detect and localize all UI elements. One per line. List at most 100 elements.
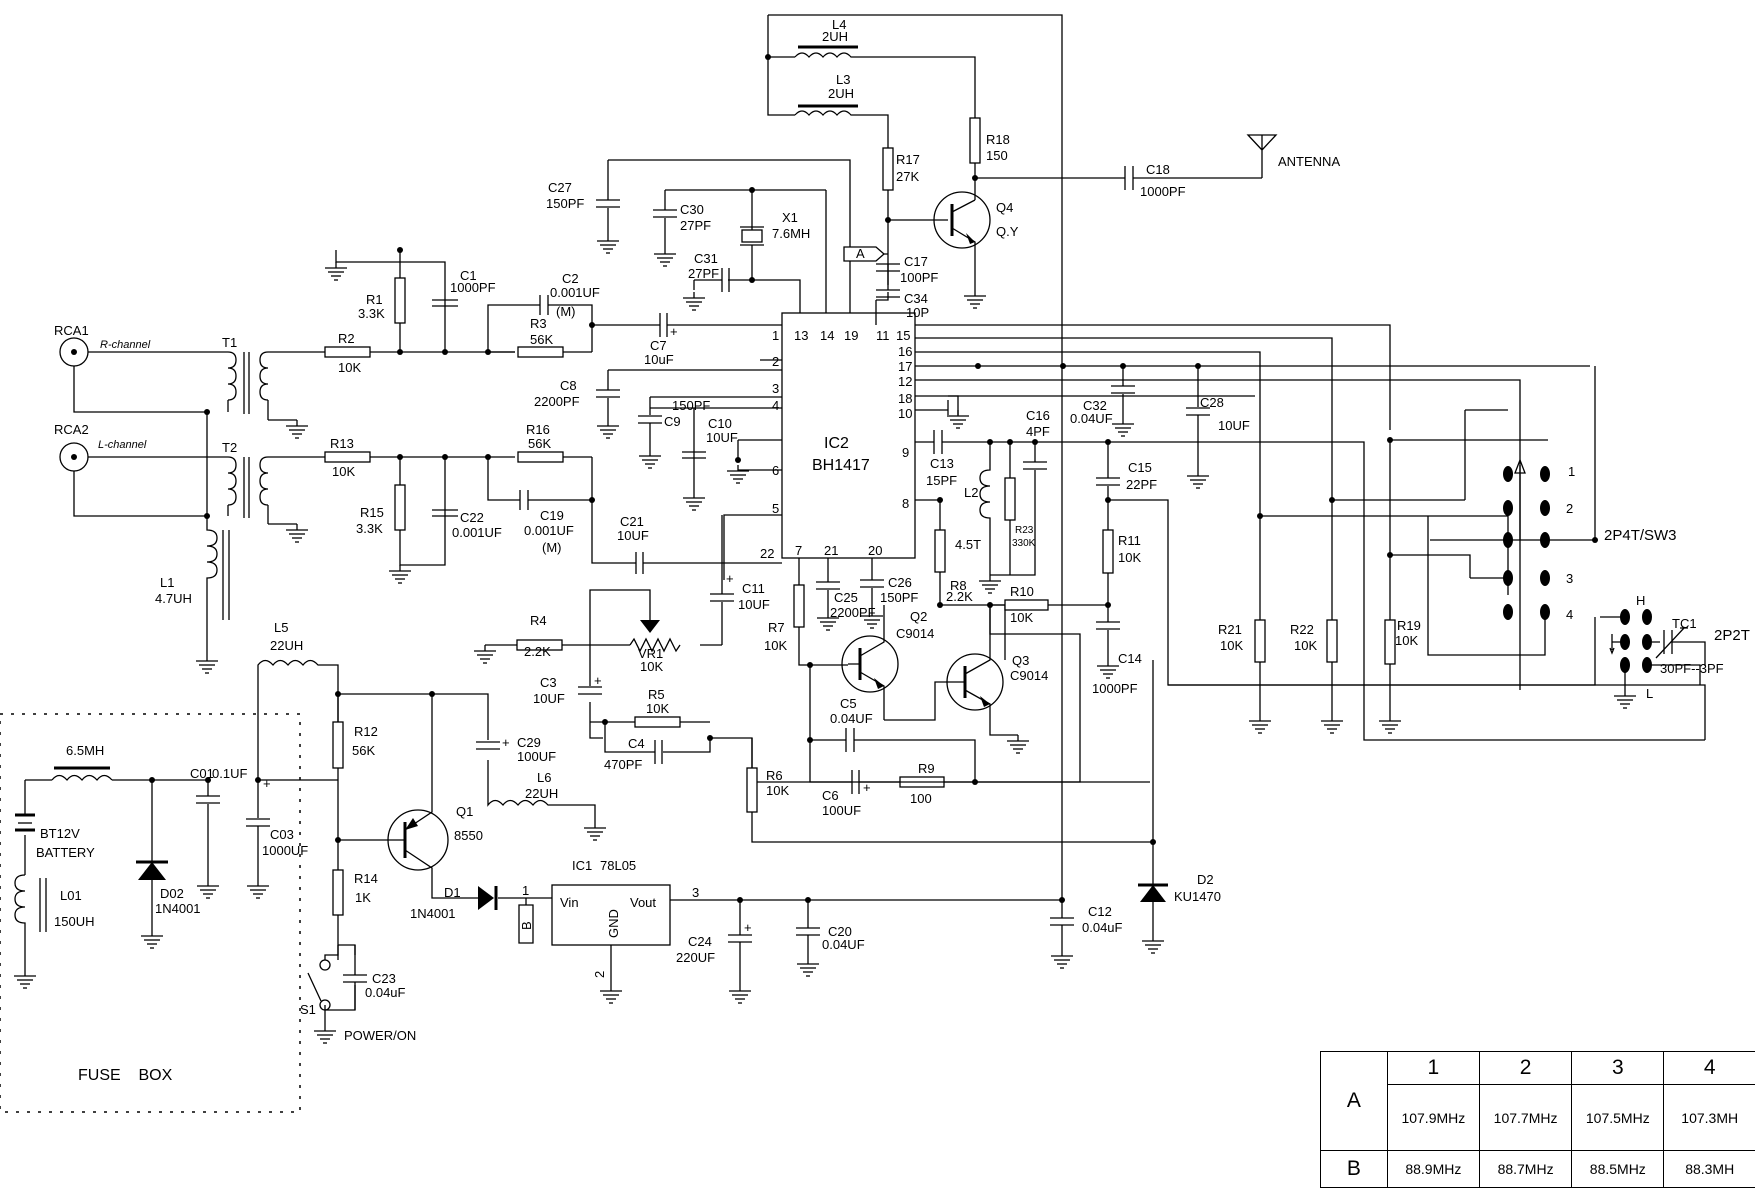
- freq-a-1: 107.9MHz: [1386, 1084, 1480, 1151]
- r13-value: 10K: [332, 464, 355, 479]
- svg-text:19: 19: [844, 328, 858, 343]
- r5-value: 10K: [646, 701, 669, 716]
- svg-text:12: 12: [898, 374, 912, 389]
- r11-label: R11: [1118, 533, 1141, 548]
- r15-resistor: [394, 484, 406, 531]
- sw3-pos4: 4: [1566, 607, 1573, 622]
- c13-label: C13: [930, 456, 954, 471]
- rca1-channel-label: R-channel: [100, 339, 151, 351]
- r21-resistor: [1254, 619, 1266, 663]
- freq-b-1: 88.9MHz: [1386, 1150, 1480, 1188]
- ic1-value: 78L05: [600, 858, 636, 873]
- c10-value: 10UF: [706, 430, 738, 445]
- x1-label: X1: [782, 210, 798, 225]
- c25-value: 2200PF: [830, 605, 876, 620]
- svg-text:20: 20: [868, 543, 882, 558]
- r3-resistor: [517, 346, 564, 358]
- freq-b-3: 88.5MHz: [1571, 1150, 1665, 1188]
- d2-label: D2: [1197, 872, 1214, 887]
- ic2-chip: [781, 312, 916, 559]
- c20-label: C20: [828, 924, 852, 939]
- c1-label: C1: [460, 268, 477, 283]
- r14-resistor: [332, 869, 344, 916]
- freq-row-label-b: B: [1320, 1150, 1388, 1188]
- c34-label: C34: [904, 291, 928, 306]
- c20-value: 0.04UF: [822, 937, 865, 952]
- r7-resistor: [793, 584, 805, 628]
- tag-b: [518, 904, 534, 944]
- ic1-vout: Vout: [630, 895, 656, 910]
- l3-label: L3: [836, 72, 850, 87]
- r4-value: 2.2K: [524, 644, 551, 659]
- ic1-label: IC1: [572, 858, 592, 873]
- svg-text:3: 3: [772, 381, 779, 396]
- c15-label: C15: [1128, 460, 1152, 475]
- c22-label: C22: [460, 510, 484, 525]
- r10-value: 10K: [1010, 610, 1033, 625]
- c14-value: 1000PF: [1092, 681, 1138, 696]
- d02-diode: D02 1N4001: [136, 860, 201, 930]
- r16-resistor: [517, 451, 564, 463]
- ic1-pin2: 2: [592, 971, 607, 978]
- q3-value: C9014: [1010, 668, 1048, 683]
- sw3-pos1: 1: [1568, 464, 1575, 479]
- r17-value: 27K: [896, 169, 919, 184]
- svg-text:22: 22: [760, 546, 774, 561]
- l1-inductor: L1 4.7UH: [155, 520, 230, 655]
- x1-value: 7.6MH: [772, 226, 810, 241]
- r4-resistor: [516, 639, 563, 651]
- d1-value: 1N4001: [410, 906, 456, 921]
- c3-label2: C3: [540, 675, 557, 690]
- c8-value: 2200PF: [534, 394, 580, 409]
- l4-inductor: L4 2UH: [794, 17, 976, 118]
- r15-value: 3.3K: [356, 521, 383, 536]
- c11-label2: C11: [742, 581, 765, 596]
- c19-note: (M): [542, 540, 562, 555]
- rca2-label: RCA2: [54, 422, 89, 437]
- c9-value: 150PF: [672, 398, 710, 413]
- svg-text:13: 13: [794, 328, 808, 343]
- l1-label: L1: [160, 575, 174, 590]
- c18-value: 1000PF: [1140, 184, 1186, 199]
- q4-transistor: Q4 Q.Y: [933, 191, 1019, 290]
- r6-resistor: [746, 767, 758, 813]
- r1-resistor: [394, 277, 406, 324]
- freq-a-3: 107.5MHz: [1571, 1084, 1665, 1151]
- r3-value: 56K: [530, 332, 553, 347]
- r13-resistor: [324, 451, 371, 463]
- l1-value: 4.7UH: [155, 591, 192, 606]
- freq-a-2: 107.7MHz: [1478, 1084, 1573, 1151]
- svg-text:16: 16: [898, 344, 912, 359]
- l01-label: L01: [60, 888, 82, 903]
- c21-label: C21: [620, 514, 644, 529]
- c30-value: 27PF: [680, 218, 711, 233]
- l5-label: L5: [274, 620, 288, 635]
- d02-value: 1N4001: [155, 901, 201, 916]
- l01-value: 150UH: [54, 914, 94, 929]
- c29-label: C29: [517, 735, 541, 750]
- c12-label: C12: [1088, 904, 1112, 919]
- d1-label: D1: [444, 885, 461, 900]
- c3-label: +: [594, 673, 602, 688]
- t2-transformer: T2: [222, 440, 330, 524]
- r22-resistor: [1326, 619, 1338, 663]
- c28-label: C28: [1200, 395, 1224, 410]
- bt-label: BT12V: [40, 826, 80, 841]
- c27-value: 150PF: [546, 196, 584, 211]
- freq-b-2: 88.7MHz: [1478, 1150, 1573, 1188]
- r11-value: 10K: [1118, 550, 1141, 565]
- fuse-box-outline: [0, 713, 301, 1113]
- r3-label: R3: [530, 316, 547, 331]
- c7-value: 10uF: [644, 352, 674, 367]
- tag-b-label: B: [519, 921, 534, 930]
- d02-label: D02: [160, 886, 184, 901]
- ic2-label: IC2: [824, 435, 849, 452]
- c31-label: C31: [694, 251, 718, 266]
- r8-label: R8: [950, 578, 967, 593]
- q2-label: Q2: [910, 609, 927, 624]
- c5-label: C5: [840, 696, 857, 711]
- l4-label: L4: [832, 17, 846, 32]
- tc1-label: TC1: [1672, 616, 1697, 631]
- c6-label: +: [863, 780, 871, 795]
